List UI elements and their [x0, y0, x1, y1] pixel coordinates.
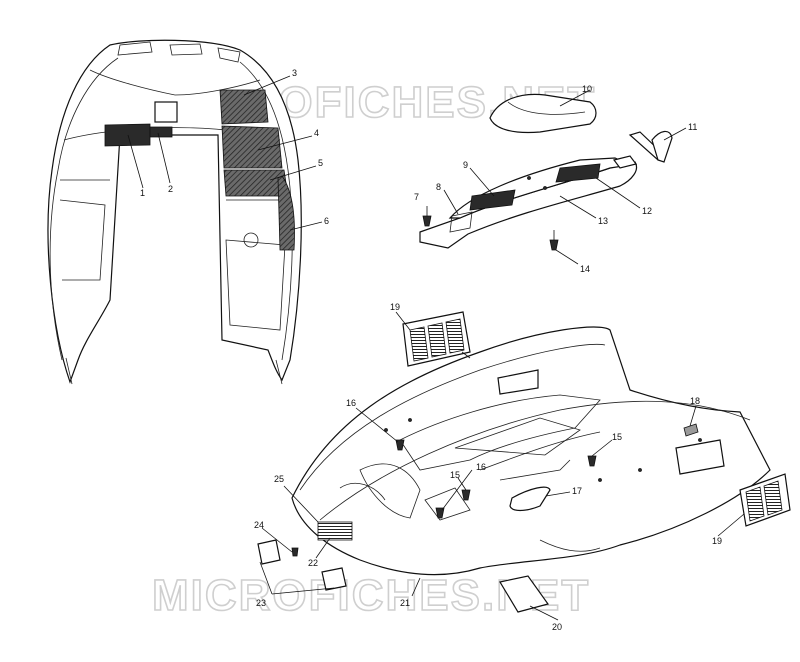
callout-20: 20 — [552, 622, 562, 632]
callout-10: 10 — [582, 84, 592, 94]
callout-2: 2 — [168, 184, 173, 194]
callout-16-center: 16 — [476, 462, 486, 472]
callout-labels: 1 2 3 4 5 6 7 8 9 10 11 12 13 14 15 15 1… — [140, 68, 722, 632]
callout-11: 11 — [688, 122, 697, 132]
side-vent-right — [739, 473, 791, 527]
callout-24: 24 — [254, 520, 264, 530]
leader-lines — [127, 75, 745, 621]
callout-18: 18 — [690, 396, 700, 406]
clip-18 — [683, 423, 699, 437]
hood-underside-view — [47, 39, 302, 385]
callout-15-center: 15 — [450, 470, 460, 480]
nut-24 — [291, 547, 299, 557]
rivet-16-b — [435, 507, 445, 519]
callout-9: 9 — [463, 160, 468, 170]
callout-21: 21 — [400, 598, 410, 608]
callout-22: 22 — [308, 558, 318, 568]
callout-16-top: 16 — [346, 398, 356, 408]
callout-5: 5 — [318, 158, 323, 168]
callout-14: 14 — [580, 264, 590, 274]
callout-6: 6 — [324, 216, 329, 226]
callout-23: 23 — [256, 598, 266, 608]
decal-23-b — [321, 567, 347, 591]
callout-4: 4 — [314, 128, 319, 138]
rivet-15-a — [587, 455, 597, 467]
callout-17: 17 — [572, 486, 582, 496]
console-assembly — [419, 93, 673, 251]
callout-19-right: 19 — [712, 536, 722, 546]
callout-7: 7 — [414, 192, 419, 202]
callout-8: 8 — [436, 182, 441, 192]
callout-15-right: 15 — [612, 432, 622, 442]
callout-13: 13 — [598, 216, 608, 226]
callout-3: 3 — [292, 68, 297, 78]
callout-12: 12 — [642, 206, 652, 216]
callout-19-top: 19 — [390, 302, 400, 312]
callout-25: 25 — [274, 474, 284, 484]
plate-20 — [499, 575, 549, 613]
rivet-16-a — [395, 439, 405, 451]
rivet-15-b — [461, 489, 471, 501]
decal-23-a — [257, 539, 281, 565]
hood-assembly — [291, 326, 771, 576]
side-vent-left — [402, 311, 471, 367]
callout-1: 1 — [140, 188, 145, 198]
